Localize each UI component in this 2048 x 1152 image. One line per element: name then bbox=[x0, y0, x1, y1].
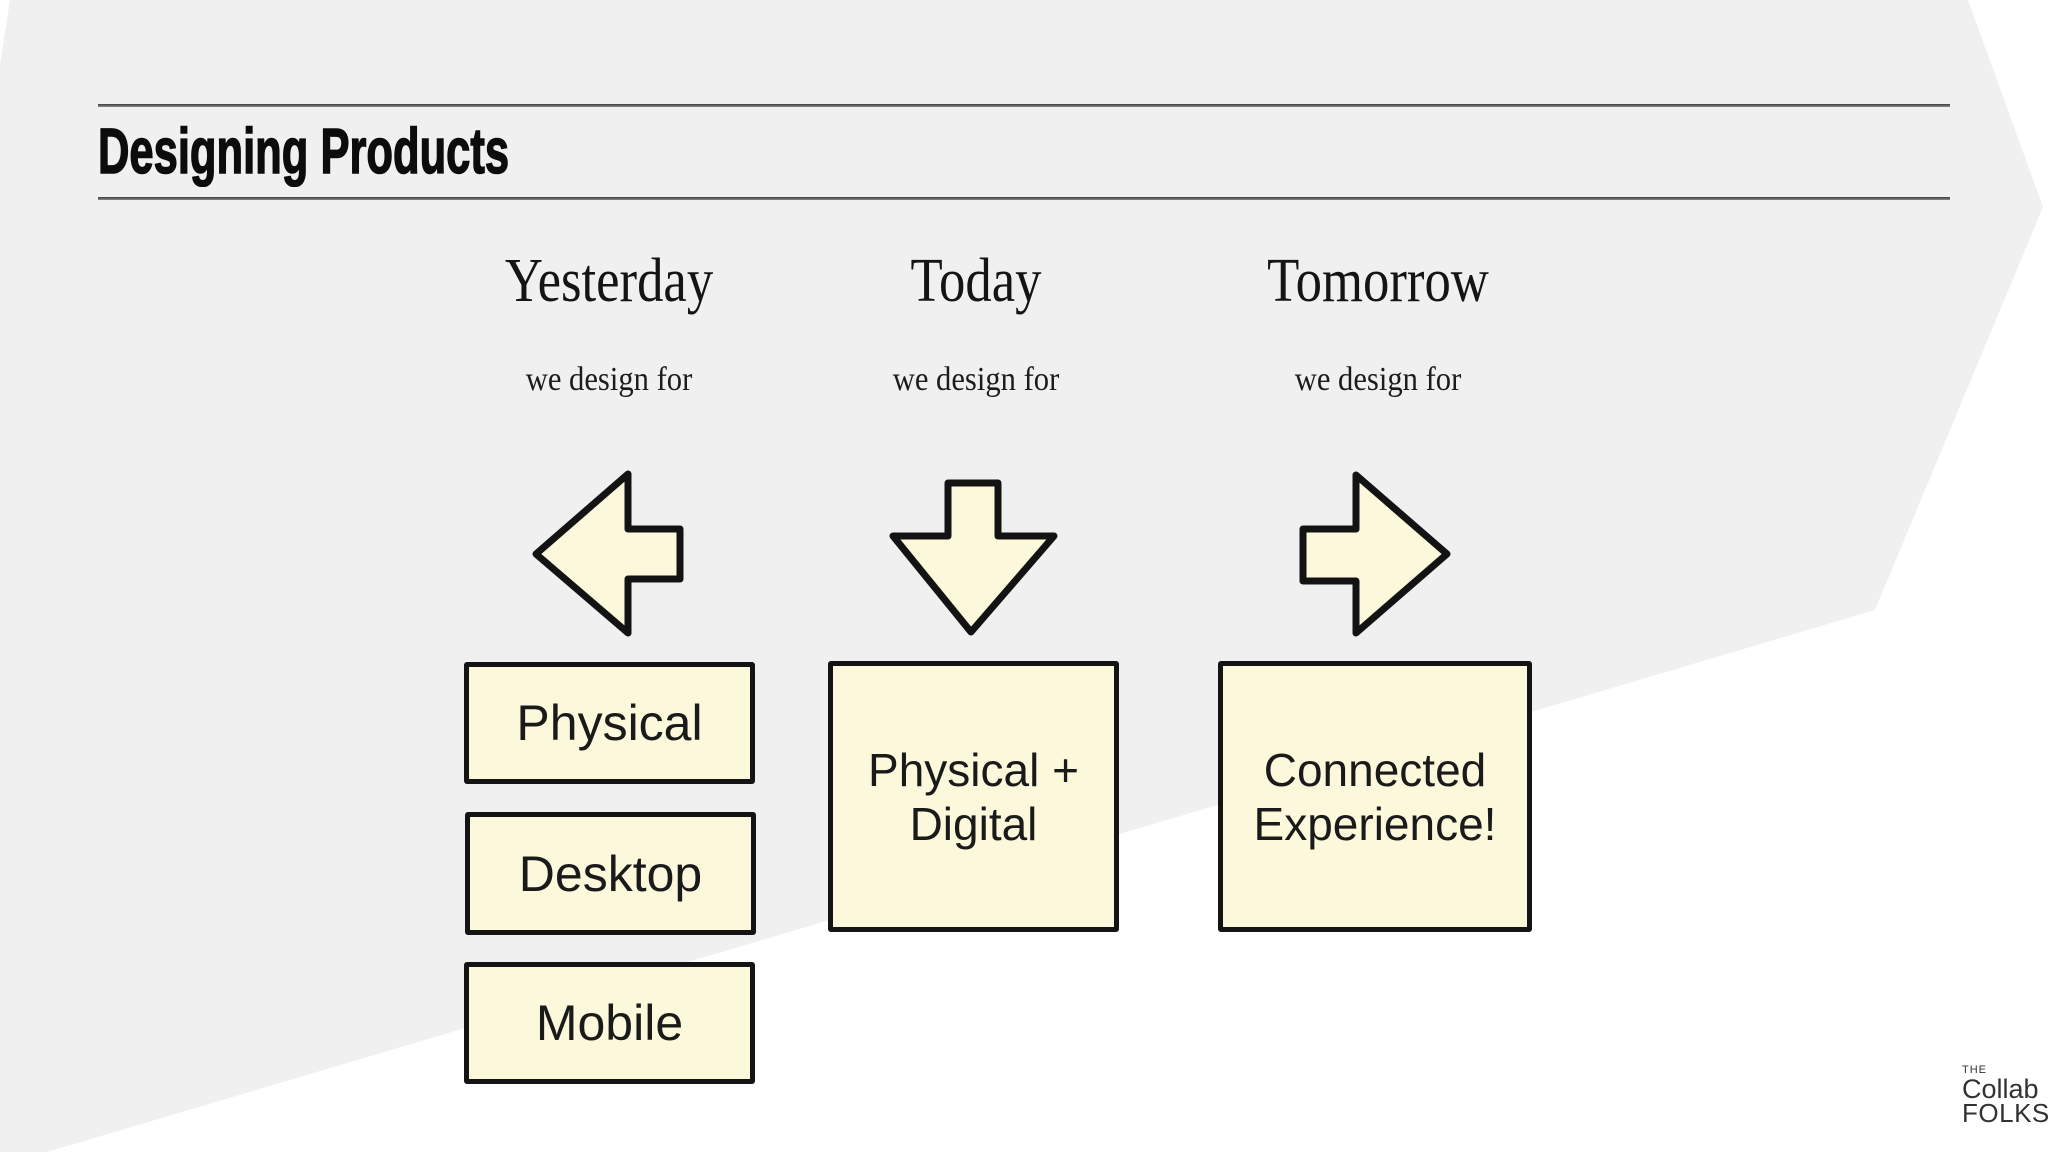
page-title: Designing Products bbox=[97, 115, 510, 187]
column-header-yesterday: Yesterday bbox=[504, 247, 714, 315]
box-connected-experience: Connected Experience! bbox=[1218, 661, 1532, 932]
header-rule-top bbox=[98, 104, 1950, 107]
column-subtitle-tomorrow: we design for bbox=[1294, 361, 1462, 398]
right-arrow-icon bbox=[1299, 471, 1451, 637]
column-subtitle-today: we design for bbox=[892, 361, 1060, 398]
down-arrow-icon bbox=[889, 479, 1058, 636]
box-desktop: Desktop bbox=[465, 812, 756, 935]
collab-folks-logo: THE Collab FOLKS bbox=[1962, 1064, 2048, 1126]
logo-line-collab: Collab bbox=[1962, 1074, 2039, 1104]
column-subtitle-yesterday: we design for bbox=[525, 361, 693, 398]
box-physical-digital: Physical + Digital bbox=[828, 661, 1119, 932]
box-mobile: Mobile bbox=[464, 962, 755, 1084]
column-header-today: Today bbox=[910, 247, 1042, 315]
header-rule-bottom bbox=[98, 197, 1950, 200]
box-physical: Physical bbox=[464, 662, 755, 784]
logo-line-folks: FOLKS bbox=[1962, 1098, 2048, 1128]
left-arrow-icon bbox=[532, 470, 684, 637]
column-header-tomorrow: Tomorrow bbox=[1267, 247, 1489, 315]
logo-line-the: THE bbox=[1962, 1064, 1987, 1076]
